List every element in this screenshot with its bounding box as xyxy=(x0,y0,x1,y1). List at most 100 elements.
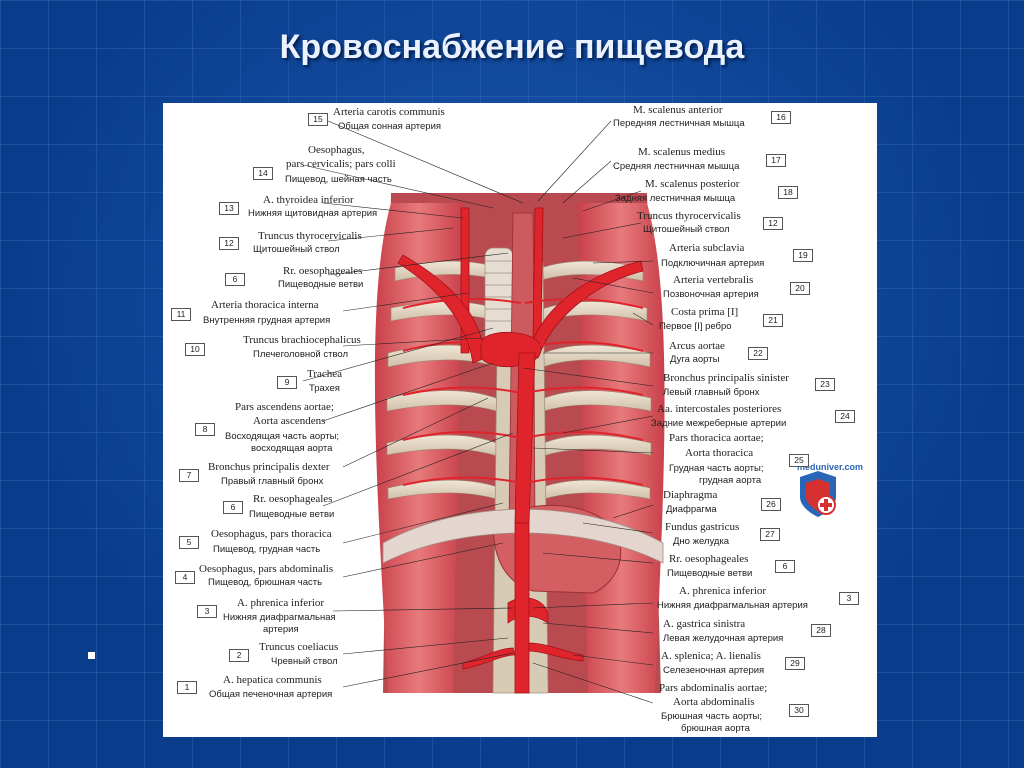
label-number: 4 xyxy=(175,571,195,584)
russian-label: артерия xyxy=(263,624,299,635)
russian-label: Нижняя диафрагмальная артерия xyxy=(657,600,808,611)
label-number: 15 xyxy=(308,113,328,126)
russian-label: Общая печеночная артерия xyxy=(209,689,333,700)
diaphragm xyxy=(382,508,664,564)
russian-label: Пищеводные ветви xyxy=(249,509,335,520)
latin-label: Aorta thoracica xyxy=(685,447,754,459)
label-number: 10 xyxy=(185,343,205,356)
label-number: 21 xyxy=(763,314,783,327)
latin-label: M. scalenus medius xyxy=(638,146,726,158)
russian-label: Щитошейный ствол xyxy=(253,244,340,255)
trachea xyxy=(484,247,514,359)
latin-label: Arteria carotis communis xyxy=(333,106,445,118)
label-number: 12 xyxy=(219,237,239,250)
russian-label: Задняя лестничная мышца xyxy=(615,193,736,204)
latin-label: Arteria vertebralis xyxy=(673,274,754,286)
label-number: 16 xyxy=(771,111,791,124)
label-number: 6 xyxy=(775,560,795,573)
latin-label: A. splenica; A. lienalis xyxy=(661,650,761,662)
latin-label: Truncus coeliacus xyxy=(259,641,339,653)
russian-label: Пищевод, грудная часть xyxy=(213,544,321,555)
latin-label: Fundus gastricus xyxy=(665,521,740,533)
label-number: 2 xyxy=(229,649,249,662)
russian-label: Дно желудка xyxy=(673,536,730,547)
russian-label: Левая желудочная артерия xyxy=(663,633,784,644)
latin-label: A. phrenica inferior xyxy=(679,585,767,597)
logo-text: meduniver.com xyxy=(797,462,864,472)
russian-label: Позвоночная артерия xyxy=(663,289,759,300)
russian-label: Щитошейный ствол xyxy=(643,224,730,235)
latin-label: Aorta abdominalis xyxy=(673,696,755,708)
russian-label: Дуга аорты xyxy=(670,354,720,365)
russian-label: Пищеводные ветви xyxy=(278,279,364,290)
latin-label: Oesophagus, pars abdominalis xyxy=(199,563,334,575)
label-number: 22 xyxy=(748,347,768,360)
latin-label: Rr. oesophageales xyxy=(669,553,749,565)
site-logo xyxy=(800,471,836,517)
latin-label: Costa prima [I] xyxy=(671,306,739,318)
label-number: 29 xyxy=(785,657,805,670)
label-number: 19 xyxy=(793,249,813,262)
russian-label: Внутренняя грудная артерия xyxy=(203,315,331,326)
label-number: 11 xyxy=(171,308,191,321)
label-number: 26 xyxy=(761,498,781,511)
slide-title: Кровоснабжение пищевода xyxy=(279,28,745,66)
latin-label: Truncus thyrocervicalis xyxy=(637,210,741,222)
label-number: 7 xyxy=(179,469,199,482)
label-number: 1 xyxy=(177,681,197,694)
russian-label: восходящая аорта xyxy=(251,443,333,454)
intercostal-arteries xyxy=(402,298,644,486)
russian-label: Восходящая часть аорты; xyxy=(225,431,340,442)
label-number: 8 xyxy=(195,423,215,436)
russian-label: Средняя лестничная мышца xyxy=(613,161,740,172)
latin-label: Pars thoracica aortae; xyxy=(669,432,764,444)
russian-label: Первое [I] ребро xyxy=(659,321,732,332)
label-number: 14 xyxy=(253,167,273,180)
russian-label: Пищевод, брюшная часть xyxy=(208,577,323,588)
label-number: 5 xyxy=(179,536,199,549)
label-number: 30 xyxy=(789,704,809,717)
latin-label: A. gastrica sinistra xyxy=(663,618,746,630)
latin-label: A. phrenica inferior xyxy=(237,597,325,609)
anatomy-illustration xyxy=(302,120,836,704)
latin-label: pars cervicalis; pars colli xyxy=(286,158,396,170)
russian-label: Нижняя диафрагмальная xyxy=(223,612,336,623)
label-number: 27 xyxy=(760,528,780,541)
russian-label: Общая сонная артерия xyxy=(338,121,442,132)
latin-label: Trachea xyxy=(307,368,343,380)
russian-label: Плечеголовной ствол xyxy=(253,349,349,360)
latin-label: A. hepatica communis xyxy=(223,674,322,686)
russian-label: Чревный ствол xyxy=(271,656,338,667)
label-number: 25 xyxy=(789,454,809,467)
label-number: 20 xyxy=(790,282,810,295)
russian-label: брюшная аорта xyxy=(681,723,750,734)
russian-label: Правый главный бронх xyxy=(221,476,324,487)
latin-label: Aorta ascendens xyxy=(253,415,326,427)
russian-label: Задние межреберные артерии xyxy=(651,418,787,429)
russian-label: Селезеночная артерия xyxy=(663,665,765,676)
latin-label: Diaphragma xyxy=(663,489,718,501)
latin-label: Aa. intercostales posteriores xyxy=(657,403,782,415)
latin-label: Arteria thoracica interna xyxy=(211,299,319,311)
latin-label: Arteria subclavia xyxy=(669,242,745,254)
latin-label: Pars ascendens aortae; xyxy=(235,401,334,413)
latin-label: Pars abdominalis aortae; xyxy=(659,682,768,694)
russian-label: Нижняя щитовидная артерия xyxy=(248,208,378,219)
bullet-marker xyxy=(88,652,95,659)
latin-label: Rr. oesophageales xyxy=(253,493,333,505)
russian-label: Подключичная артерия xyxy=(661,258,765,269)
label-number: 3 xyxy=(839,592,859,605)
latin-label: A. thyroidea inferior xyxy=(263,194,354,206)
label-number: 12 xyxy=(763,217,783,230)
russian-label: Левый главный бронх xyxy=(663,387,760,398)
label-number: 23 xyxy=(815,378,835,391)
latin-label: Arcus aortae xyxy=(669,340,725,352)
latin-label: Bronchus principalis sinister xyxy=(663,372,789,384)
label-number: 9 xyxy=(277,376,297,389)
latin-label: Oesophagus, pars thoracica xyxy=(211,528,332,540)
russian-label: Пищевод, шейная часть xyxy=(285,174,392,185)
russian-label: Трахея xyxy=(309,383,340,394)
latin-label: Bronchus principalis dexter xyxy=(208,461,330,473)
russian-label: Диафрагма xyxy=(666,504,717,515)
